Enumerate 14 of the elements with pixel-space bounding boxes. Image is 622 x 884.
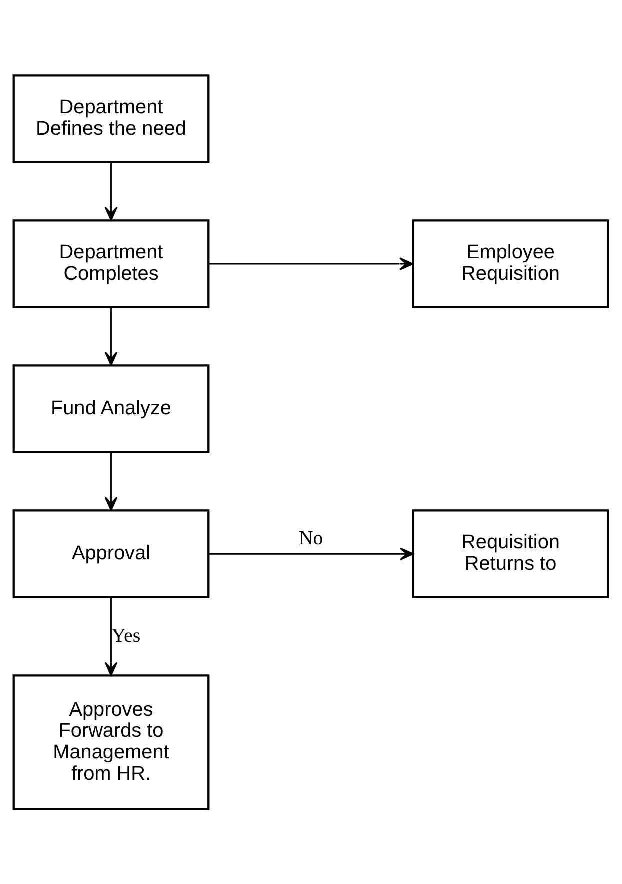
- node-box: Fund Analyze: [12, 364, 210, 454]
- edge-label: No: [298, 526, 324, 549]
- node-box: Approval: [12, 509, 210, 598]
- arrow: [104, 307, 118, 366]
- node-box: Employee Requisition: [412, 219, 610, 308]
- node-box: Requisition Returns to: [412, 509, 610, 598]
- node-box: Approves Forwards to Management from HR.: [12, 674, 210, 810]
- arrow: [208, 257, 414, 270]
- node-box: Department Defines the need: [12, 74, 210, 163]
- arrow: [208, 547, 414, 560]
- arrow: [104, 452, 118, 511]
- arrow: [104, 597, 118, 676]
- node-box: Department Completes: [12, 219, 210, 308]
- arrow: [104, 162, 118, 220]
